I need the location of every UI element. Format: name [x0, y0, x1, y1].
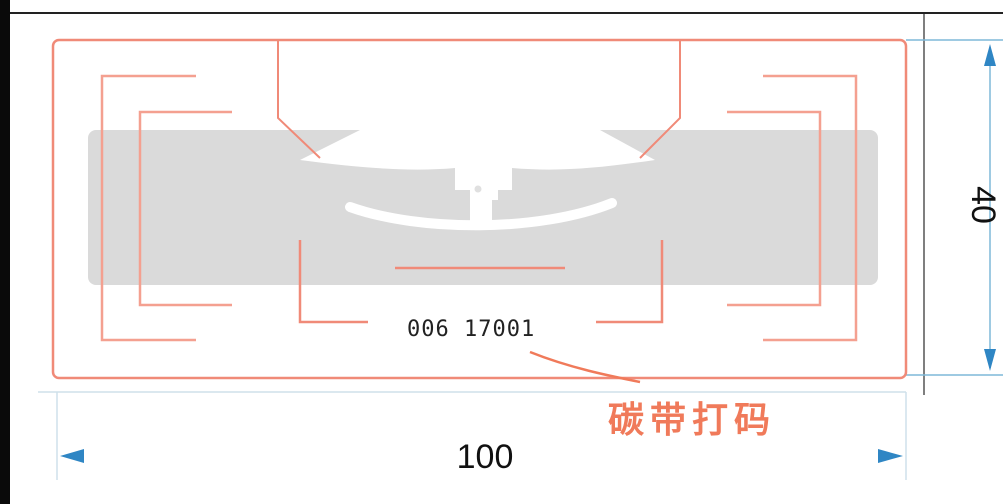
chip-dot — [473, 184, 483, 194]
right-inner-bracket — [727, 110, 822, 307]
annotation-text: 碳带打码 — [608, 400, 776, 441]
height-dimension-value: 40 — [964, 186, 1002, 224]
inlay-top-outline — [277, 41, 681, 159]
serial-number-text: 006 17001 — [407, 317, 535, 342]
inlay-chip-area — [300, 130, 655, 200]
antenna-arc — [345, 198, 617, 231]
width-arrow-right — [878, 449, 903, 463]
width-dimension-value: 100 — [457, 438, 514, 476]
antenna-stem — [470, 192, 492, 224]
print-zone-left-bracket — [298, 240, 368, 324]
left-edge-bar — [0, 0, 10, 504]
height-arrow-up — [984, 44, 996, 66]
annotation-leader-line — [529, 350, 641, 384]
print-zone-right-bracket — [596, 240, 664, 324]
label-outline — [51, 38, 908, 380]
right-outer-bracket — [763, 74, 858, 342]
left-outer-bracket — [100, 74, 196, 342]
height-arrow-down — [984, 349, 996, 371]
width-arrow-left — [60, 449, 84, 463]
left-inner-bracket — [138, 110, 232, 307]
